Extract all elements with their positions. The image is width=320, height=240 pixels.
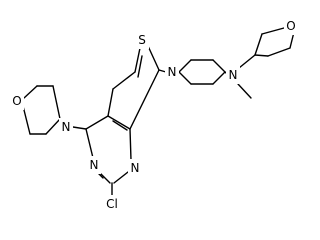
svg-text:O: O (12, 94, 21, 108)
bond-line (261, 27, 285, 35)
bond-line (158, 69, 167, 73)
atom-labels: S O N N N Cl N N (10, 17, 298, 213)
bond-line (237, 83, 252, 99)
atom-chlorine: Cl (101, 195, 123, 213)
bond-lines (22, 27, 295, 197)
bond-line (178, 71, 192, 85)
bond-line (212, 59, 226, 73)
bond-line (178, 59, 192, 73)
bond-line (112, 71, 136, 90)
bond-line (85, 128, 94, 159)
atom-pyrimidine-nitrogen-upper: N (87, 156, 101, 174)
bond-line (113, 171, 129, 184)
bond-line (212, 71, 226, 85)
bond-line (45, 118, 61, 135)
atom-piperidine-nitrogen: N (165, 63, 179, 81)
bond-line (107, 115, 131, 130)
bond-line (112, 120, 128, 131)
bond-line (238, 54, 256, 69)
molecule-structure: S O N N N Cl N N (10, 17, 298, 213)
svg-text:N: N (62, 120, 71, 134)
bond-line (129, 128, 132, 161)
svg-text:Cl: Cl (106, 197, 118, 211)
atom-oxolane-oxygen: O (284, 17, 298, 35)
bond-line (52, 85, 61, 120)
bond-line (137, 55, 143, 78)
svg-text:N: N (131, 161, 140, 175)
bond-line (72, 126, 87, 130)
atom-amine-nitrogen: N (226, 66, 240, 84)
atom-morpholine-nitrogen: N (59, 118, 73, 136)
atom-sulfur: S (135, 31, 149, 49)
bond-line (107, 88, 114, 117)
bond-line (224, 71, 227, 74)
bond-line (129, 69, 160, 130)
svg-text:O: O (286, 19, 295, 33)
svg-text:N: N (168, 65, 177, 79)
bond-line (254, 54, 269, 57)
bond-line (254, 33, 263, 56)
bond-line (85, 115, 109, 130)
bond-line (267, 47, 291, 57)
svg-text:N: N (229, 68, 238, 82)
atom-morpholine-oxygen: O (10, 92, 24, 110)
atom-pyrimidine-nitrogen-lower: N (128, 159, 142, 177)
bond-line (22, 105, 31, 135)
svg-text:N: N (90, 158, 99, 172)
bond-line (147, 45, 160, 71)
bond-line (134, 47, 141, 73)
bond-line (23, 85, 38, 99)
svg-text:S: S (138, 33, 146, 47)
